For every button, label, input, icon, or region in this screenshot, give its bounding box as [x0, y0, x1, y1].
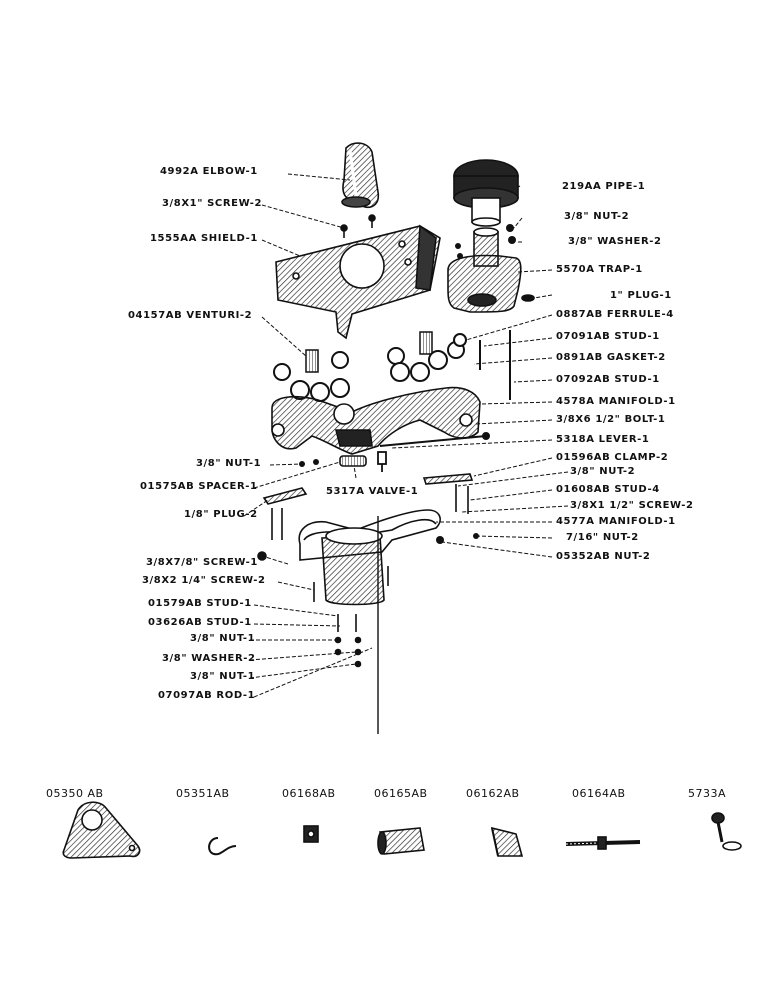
part-06165ab	[377, 827, 425, 855]
callout-pipe: 219AA PIPE-1	[562, 181, 646, 192]
callout-spacer: 01575AB SPACER-1	[140, 481, 258, 492]
part-06162ab	[490, 826, 524, 857]
upper-manifold-part	[271, 386, 481, 455]
part-05350ab	[62, 801, 141, 859]
screw-part	[257, 551, 389, 602]
clamp-part	[262, 473, 474, 505]
callout-shield: 1555AA SHIELD-1	[150, 233, 258, 244]
callout-lever: 5318A LEVER-1	[556, 434, 650, 445]
callout-screw: 3/8X1 1/2" SCREW-2	[570, 500, 694, 511]
callout-nut: 05352AB NUT-2	[556, 551, 651, 562]
part-5733a	[711, 812, 742, 851]
callout-manifold: 4578A MANIFOLD-1	[556, 396, 676, 407]
callout-ferrule: 0887AB FERRULE-4	[556, 309, 674, 320]
part-number: 05350 AB	[46, 787, 104, 800]
elbow-part	[341, 142, 380, 208]
trap-part	[447, 254, 535, 313]
callout-stud: 01579AB STUD-1	[148, 598, 252, 609]
part-05351ab	[208, 837, 237, 856]
callout-washer: 3/8" WASHER-2	[568, 236, 662, 247]
callout-venturi: 04157AB VENTURI-2	[128, 310, 253, 321]
callout-stud: 07092AB STUD-1	[556, 374, 660, 385]
callout-nut: 3/8" NUT-2	[570, 466, 636, 477]
part-number: 06164AB	[572, 787, 626, 800]
callout-nut: 3/8" NUT-1	[190, 633, 256, 644]
callout-nut: 3/8" NUT-2	[564, 211, 630, 222]
callout-stud: 01608AB STUD-4	[556, 484, 660, 495]
gasket-part	[273, 333, 467, 402]
leader-lines	[243, 173, 569, 698]
valve-part	[339, 455, 367, 467]
shield-part	[275, 224, 441, 340]
lower-manifold-part	[298, 509, 441, 606]
callout-screw: 3/8X1" SCREW-2	[162, 198, 263, 209]
nut-part	[299, 459, 319, 467]
callout-plug: 1" PLUG-1	[610, 290, 672, 301]
pipe-part	[453, 159, 519, 227]
callout-elbow: 4992A ELBOW-1	[160, 166, 258, 177]
lever-part	[377, 451, 387, 472]
callout-nut: 7/16" NUT-2	[566, 532, 639, 543]
bolt-part	[379, 432, 490, 447]
callout-nut: 3/8" NUT-1	[196, 458, 262, 469]
part-number: 06168AB	[282, 787, 336, 800]
callout-trap: 5570A TRAP-1	[556, 264, 643, 275]
part-number: 05351AB	[176, 787, 230, 800]
callout-manifold: 4577A MANIFOLD-1	[556, 516, 676, 527]
callout-valve: 5317A VALVE-1	[326, 486, 419, 497]
callout-screw: 3/8X7/8" SCREW-1	[146, 557, 258, 568]
part-06164ab	[565, 836, 641, 850]
callout-gasket: 0891AB GASKET-2	[556, 352, 666, 363]
part-number: 06162AB	[466, 787, 520, 800]
stud-part	[479, 330, 511, 400]
callout-bolt: 3/8X6 1/2" BOLT-1	[556, 414, 666, 425]
small-nut-part	[455, 224, 516, 259]
callout-washer: 3/8" WASHER-2	[162, 653, 256, 664]
callout-rod: 07097AB ROD-1	[158, 690, 256, 701]
callout-screw: 3/8X2 1/4" SCREW-2	[142, 575, 266, 586]
screw-part	[340, 214, 376, 238]
stud-part	[334, 614, 362, 668]
callout-stud: 07091AB STUD-1	[556, 331, 660, 342]
callout-nut: 3/8" NUT-1	[190, 671, 256, 682]
callout-plug: 1/8" PLUG-2	[184, 509, 258, 520]
venturi-part	[305, 331, 433, 373]
callout-clamp: 01596AB CLAMP-2	[556, 452, 669, 463]
part-06168ab	[303, 825, 319, 843]
part-number: 5733A	[688, 787, 727, 800]
callout-stud: 03626AB STUD-1	[148, 617, 252, 628]
part-number: 06165AB	[374, 787, 428, 800]
stud-part	[271, 484, 469, 540]
